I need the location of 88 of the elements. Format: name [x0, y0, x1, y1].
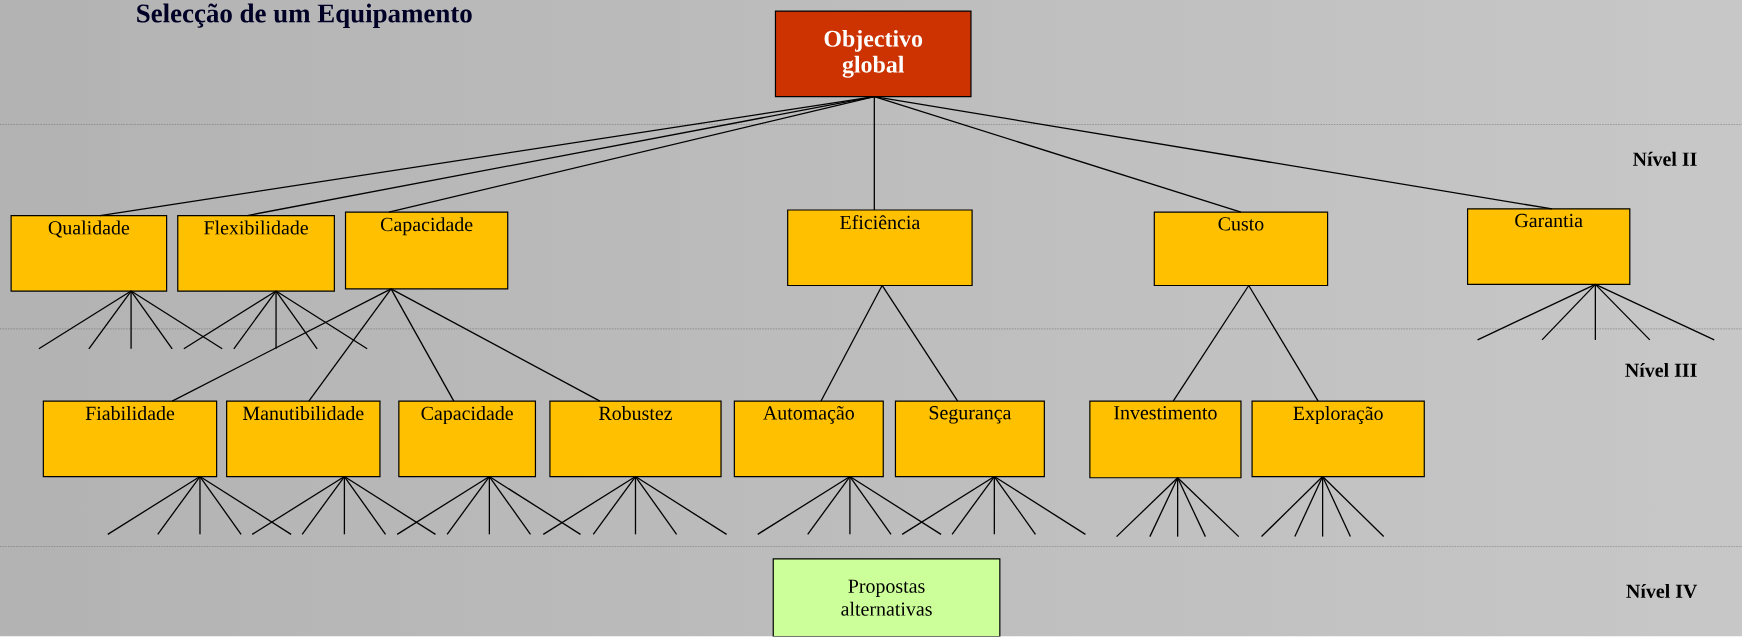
connector-line [38, 290, 132, 350]
criterion-box: Exploração [1251, 400, 1425, 478]
connector-line [275, 290, 318, 350]
connector-line [130, 290, 173, 350]
connector-line [199, 476, 292, 536]
connector-line [183, 290, 277, 350]
connector-line [390, 288, 601, 402]
connector-line [390, 288, 455, 402]
connector-line [1172, 285, 1250, 402]
connector-line [130, 290, 132, 350]
connector-line [820, 285, 883, 402]
connector-line [301, 476, 346, 536]
connector-line [88, 290, 132, 350]
connector-line [1321, 476, 1385, 538]
criterion-box: Automação [733, 400, 884, 478]
connector-line [396, 476, 490, 536]
goal-box: Objectivo global [774, 10, 972, 98]
connector-line [251, 476, 346, 536]
connector-line [1321, 476, 1352, 538]
connector-line [199, 476, 201, 536]
criterion-box: Flexibilidade [177, 215, 335, 292]
connector-line [246, 96, 875, 217]
connector-line [849, 476, 892, 536]
connector-line [1476, 283, 1596, 341]
connector-line [233, 290, 277, 350]
connector-line [1294, 476, 1324, 538]
connector-line [807, 476, 851, 536]
connector-line [1541, 283, 1596, 341]
connector-line [542, 476, 637, 536]
connector-line [634, 476, 637, 536]
connector-line [1177, 477, 1207, 538]
criterion-box: Eficiência [787, 209, 973, 287]
connector-line [275, 290, 368, 350]
connector-line [1594, 283, 1596, 341]
connector-line [901, 476, 995, 536]
connector-line [849, 476, 851, 536]
criterion-box: Segurança [894, 400, 1045, 478]
connector-line [199, 476, 242, 536]
connector-line [592, 476, 637, 536]
connector-line [873, 96, 1553, 210]
criterion-box: Fiabilidade [42, 400, 218, 478]
alternatives-box: Propostas alternativas [772, 558, 1001, 637]
connector-line [107, 476, 201, 536]
connector-line [171, 288, 392, 402]
connector-line [388, 96, 875, 214]
criterion-box: Qualidade [10, 215, 168, 292]
criterion-box: Manutibilidade [226, 400, 381, 478]
connector-line [308, 288, 392, 402]
connector-line [951, 476, 995, 536]
connector-line [1321, 476, 1324, 538]
title: Selecção de um Equipamento [137, 3, 472, 29]
criterion-box: Investimento [1089, 400, 1242, 479]
criterion-box: Robustez [549, 400, 722, 478]
connector-line [488, 476, 582, 536]
connector-line [634, 476, 728, 536]
connector-line [343, 476, 346, 536]
level-label: Nível IV [1626, 584, 1698, 599]
connector-line [993, 476, 995, 536]
connector-line [488, 476, 490, 536]
connector-line [1149, 477, 1179, 538]
connector-line [343, 476, 387, 536]
connector-line [130, 290, 223, 350]
connector-line [1115, 477, 1179, 538]
connector-line [634, 476, 678, 536]
criterion-box: Capacidade [344, 211, 509, 290]
level-label: Nível II [1633, 152, 1697, 167]
criterion-box: Custo [1153, 211, 1329, 287]
connector-line [1177, 477, 1179, 538]
connector-line [993, 476, 1087, 536]
connector-line [1260, 476, 1324, 538]
connector-line [993, 476, 1037, 536]
connector-line [343, 476, 437, 536]
connector-line [275, 290, 277, 350]
connector-line [1594, 283, 1651, 341]
connector-line [757, 476, 851, 536]
connector-line [157, 476, 201, 536]
connector-line [1248, 285, 1319, 402]
criterion-box: Garantia [1467, 208, 1631, 286]
connector-line [881, 285, 959, 402]
connector-line [849, 476, 942, 536]
level-label: Nível III [1625, 363, 1697, 378]
criterion-box: Capacidade [398, 400, 537, 478]
connector-line [446, 476, 490, 536]
connector-line [488, 476, 532, 536]
connector-line [873, 96, 1242, 214]
connector-line [1177, 477, 1240, 538]
connector-line [873, 96, 875, 211]
connector-line [1594, 283, 1715, 341]
